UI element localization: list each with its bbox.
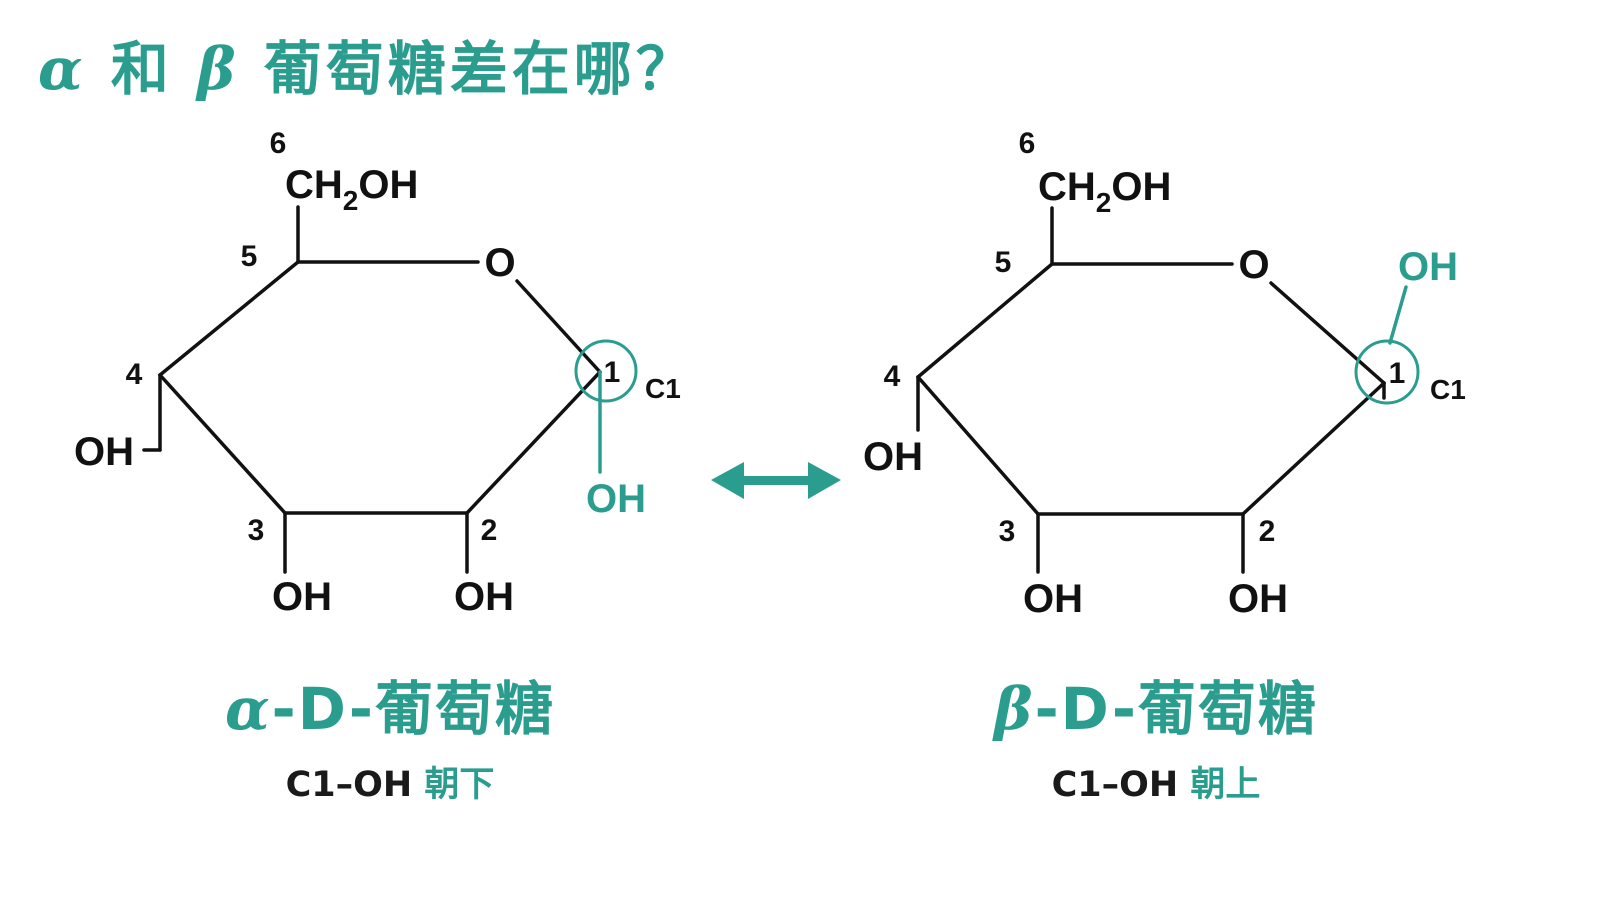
alpha-c1-highlight-circle bbox=[574, 339, 638, 403]
beta-c1-number: 1 bbox=[1389, 357, 1406, 390]
beta-bond-c1-c2 bbox=[1241, 381, 1386, 516]
beta-orientation-text: 朝上 bbox=[1190, 765, 1261, 805]
alpha-orientation-text: 朝下 bbox=[424, 765, 495, 805]
beta-orientation: C1–OH 朝上 bbox=[956, 756, 1356, 807]
alpha-bond-c3-c4 bbox=[158, 373, 287, 515]
alpha-c6-number: 6 bbox=[270, 127, 287, 160]
beta-c5-number: 5 bbox=[995, 246, 1012, 279]
alpha-c1-oh: OH bbox=[586, 477, 646, 521]
alpha-c4-number: 4 bbox=[126, 358, 143, 391]
alpha-caption: α-D-葡萄糖 C1–OH 朝下 bbox=[190, 676, 590, 807]
beta-orientation-code: C1–OH bbox=[1051, 765, 1179, 805]
alpha-orientation-code: C1–OH bbox=[285, 765, 413, 805]
alpha-bond-c4-c5 bbox=[158, 260, 300, 377]
beta-structure bbox=[916, 206, 1386, 574]
title-alpha: α bbox=[38, 35, 87, 103]
alpha-bond-c1-c2 bbox=[465, 370, 602, 515]
alpha-name-rest: -D-葡萄糖 bbox=[271, 675, 555, 743]
beta-bond-o-c1 bbox=[1269, 281, 1386, 385]
beta-caption: β-D-葡萄糖 C1–OH 朝上 bbox=[956, 676, 1356, 807]
beta-bond-c4-c5 bbox=[916, 262, 1054, 379]
alpha-c5-number: 5 bbox=[241, 240, 258, 273]
page-title: α 和 β 葡萄糖差在哪？ bbox=[38, 22, 698, 106]
alpha-c2-oh: OH bbox=[454, 575, 514, 619]
beta-c4-number: 4 bbox=[884, 360, 901, 393]
alpha-c4-oh: OH bbox=[74, 430, 134, 474]
beta-name-greek: β bbox=[994, 675, 1035, 743]
beta-name: β-D-葡萄糖 bbox=[956, 676, 1356, 742]
alpha-orientation: C1–OH 朝下 bbox=[190, 756, 590, 807]
alpha-bond-o-c1 bbox=[515, 279, 602, 374]
beta-name-rest: -D-葡萄糖 bbox=[1034, 675, 1318, 743]
title-rest: 葡萄糖差在哪？ bbox=[263, 35, 698, 103]
beta-c2-number: 2 bbox=[1259, 515, 1276, 548]
double-arrow-icon bbox=[711, 462, 841, 499]
beta-c2-oh: OH bbox=[1228, 577, 1288, 621]
alpha-c1-number: 1 bbox=[604, 356, 621, 389]
title-and: 和 bbox=[110, 35, 173, 103]
alpha-name-greek: α bbox=[224, 675, 272, 743]
beta-ch2oh-label: CH2OH bbox=[1038, 165, 1171, 218]
alpha-c3-number: 3 bbox=[248, 514, 265, 547]
alpha-c1-label: C1 bbox=[645, 373, 681, 404]
alpha-structure bbox=[142, 205, 602, 574]
beta-c1-highlight-circle bbox=[1354, 339, 1420, 405]
alpha-ch2oh-label: CH2OH bbox=[285, 163, 418, 216]
beta-c1-oh: OH bbox=[1398, 245, 1458, 289]
beta-c3-number: 3 bbox=[999, 515, 1016, 548]
beta-bond-c1-oh bbox=[1388, 285, 1408, 345]
beta-c3-oh: OH bbox=[1023, 577, 1083, 621]
alpha-c2-number: 2 bbox=[481, 514, 498, 547]
alpha-name: α-D-葡萄糖 bbox=[190, 676, 590, 742]
beta-bond-c3-c4 bbox=[916, 375, 1040, 516]
beta-c1-label: C1 bbox=[1430, 374, 1466, 405]
alpha-c3-oh: OH bbox=[272, 575, 332, 619]
beta-c6-number: 6 bbox=[1019, 127, 1036, 160]
title-beta: β bbox=[197, 35, 240, 103]
beta-ring-oxygen: O bbox=[1238, 243, 1269, 287]
beta-c4-oh: OH bbox=[863, 435, 923, 479]
alpha-ring-oxygen: O bbox=[484, 241, 515, 285]
